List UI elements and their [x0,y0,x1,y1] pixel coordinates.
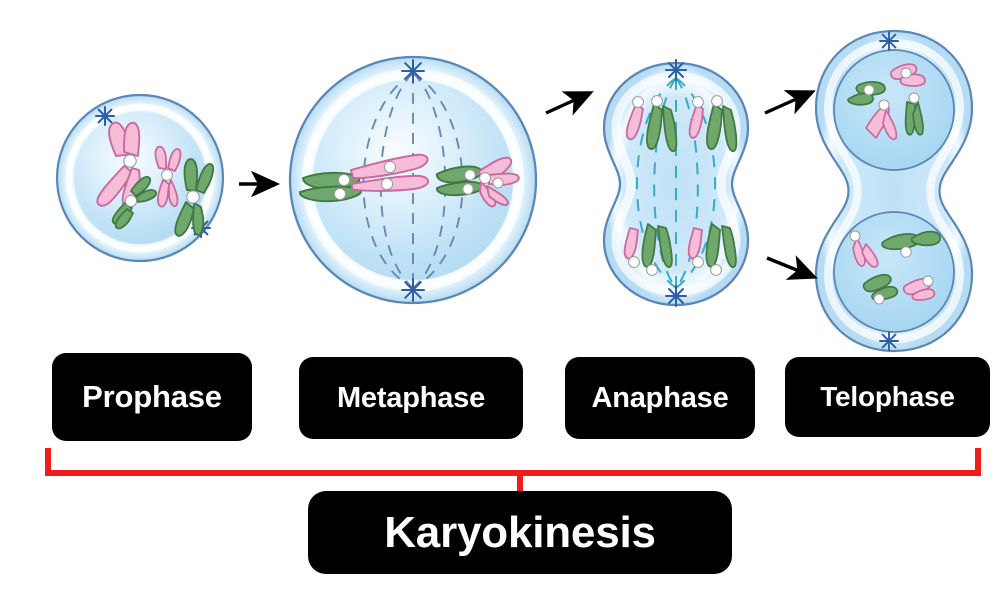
chromosome-pink [154,145,182,208]
chromosome-pink [849,230,879,268]
chromosome-pink [902,275,936,301]
chromosome-green [436,165,484,197]
chromosome-green [174,158,215,237]
arrow-anaphase-telophase-top [764,90,816,115]
chromosome-green [881,230,941,258]
karyokinesis-bracket [45,448,981,495]
arrow-anaphase-telophase-bottom [766,255,818,280]
centrosome-icon [879,31,899,351]
chromosome-pink [865,99,898,141]
chromosome-pink [350,153,429,192]
stage-cell-prophase [55,93,225,263]
stage-label-telophase[interactable]: Telophase [785,357,990,437]
stage-cell-metaphase [288,55,538,305]
arrow-metaphase-anaphase [545,91,594,116]
chromosome-green [847,81,886,106]
chromosome-green [706,95,738,152]
chromosome-green [862,273,899,305]
stage-label-metaphase[interactable]: Metaphase [299,357,523,439]
chromosome-pink [625,96,644,141]
stage-cell-anaphase [602,59,750,307]
chromosome-pink [688,96,704,139]
chromosome-pink [687,227,704,268]
stage-label-anaphase[interactable]: Anaphase [565,357,755,439]
chromosome-green [904,92,924,136]
centrosome-icon [401,59,425,302]
spindle-fibers [635,77,717,289]
nuclear-envelope [833,49,955,171]
stage-label-prophase[interactable]: Prophase [52,353,252,441]
chromosome-green [705,223,737,276]
chromosome-pink [623,227,640,268]
nuclear-envelope [833,211,955,333]
chromosome-green [646,95,678,152]
chromosome-green [641,223,673,276]
stage-cell-telophase [814,29,974,353]
chromosome-pink [477,156,520,208]
karyokinesis-label[interactable]: Karyokinesis [308,491,732,574]
chromosome-green [111,176,158,230]
chromosome-pink [889,63,926,87]
centrosome-icon [665,59,687,307]
